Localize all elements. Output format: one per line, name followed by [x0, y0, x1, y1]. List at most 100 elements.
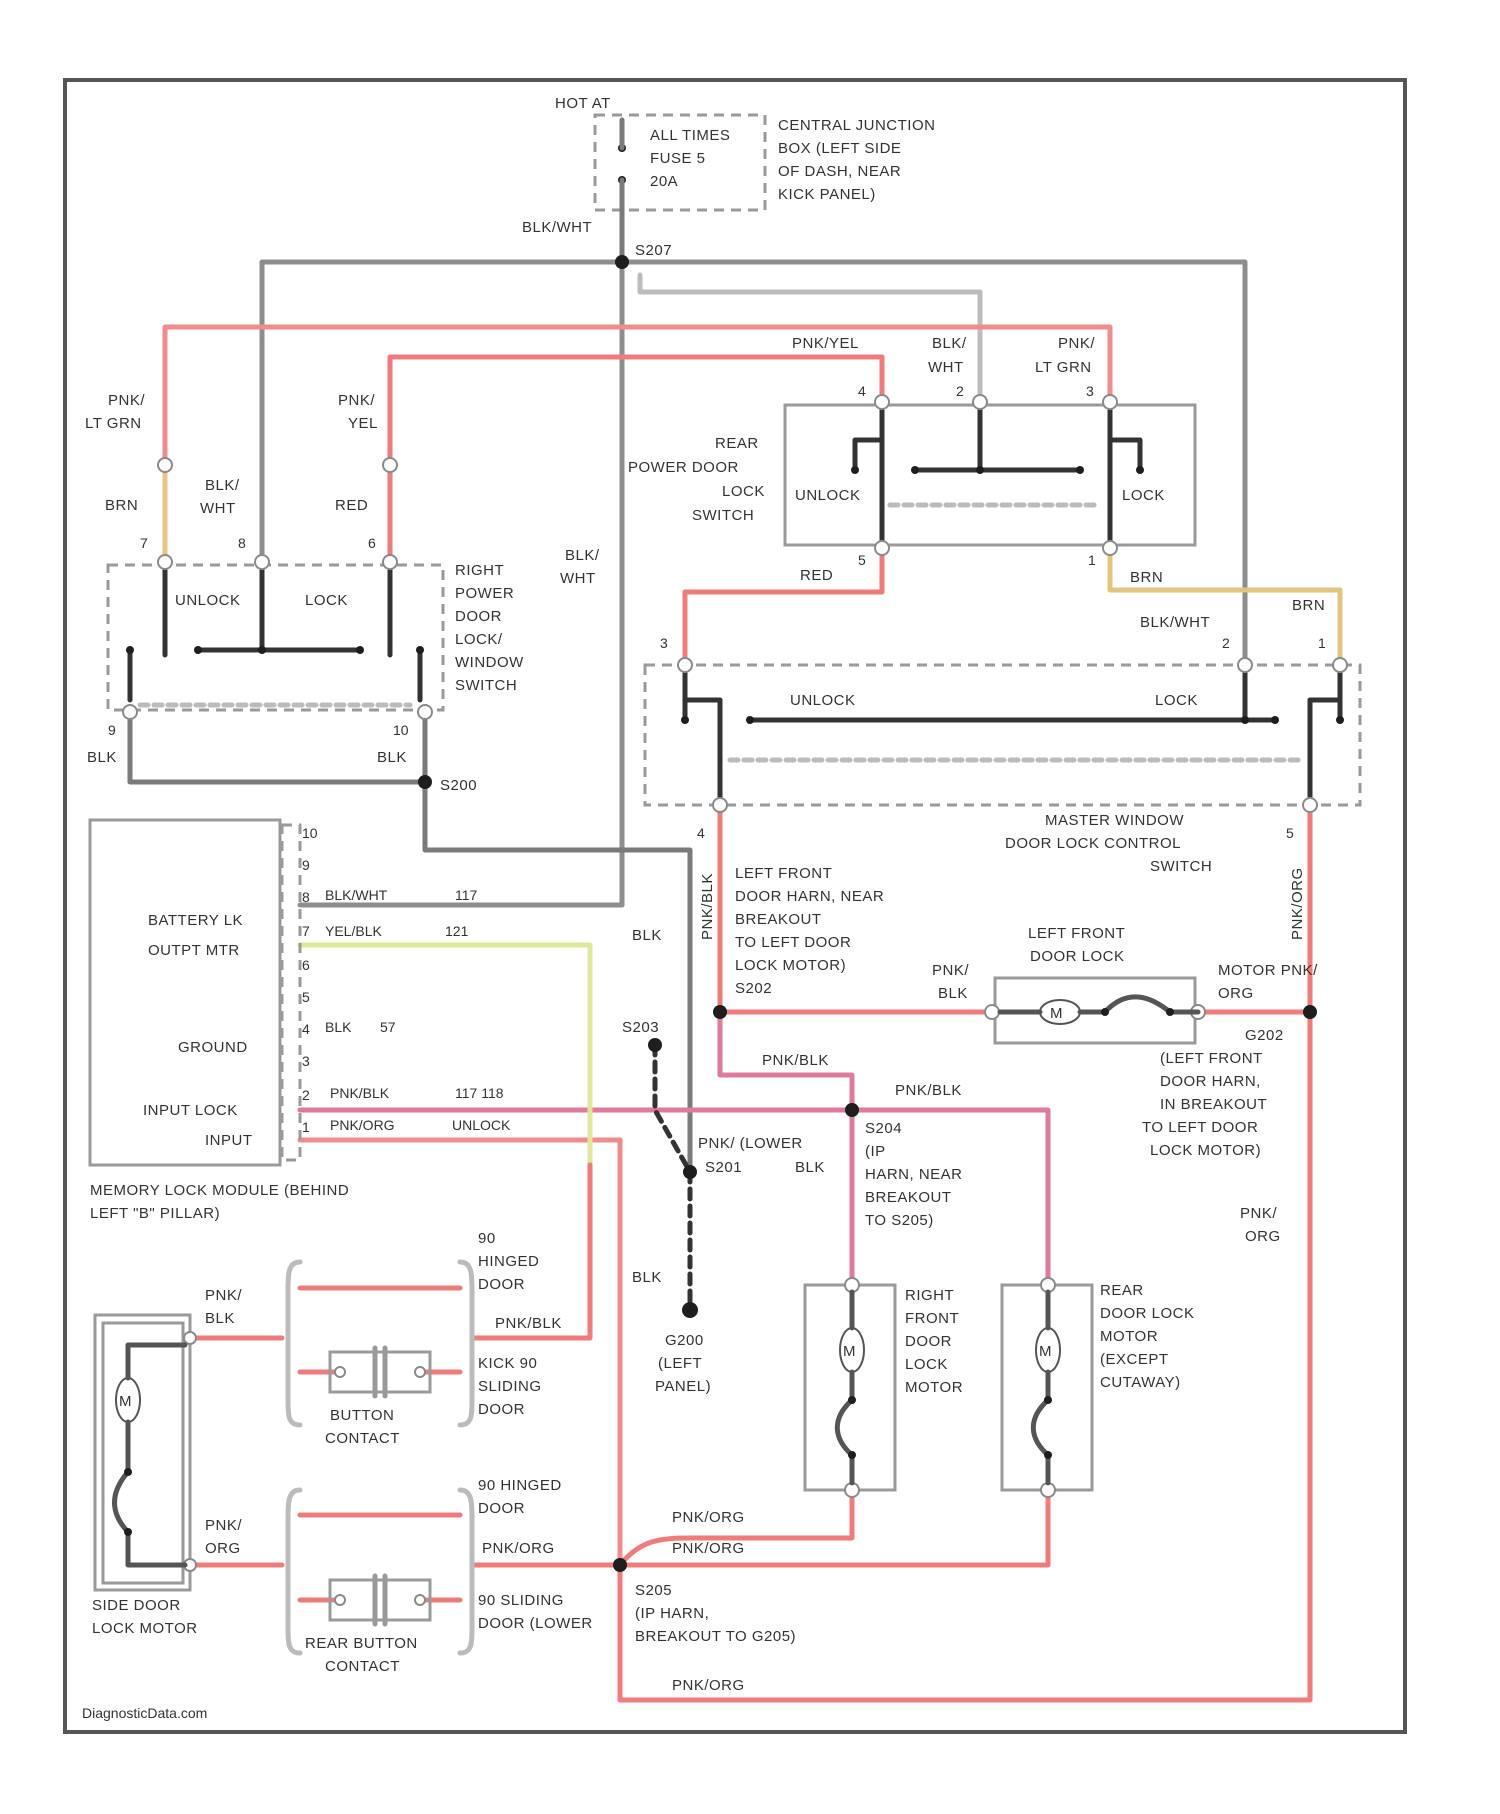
module-circuit-4-num: 117 118	[455, 1085, 504, 1101]
rear-switch-label-1: REAR	[715, 435, 759, 452]
rear-motor-line-3: MOTOR	[1100, 1328, 1158, 1345]
right-front-door-lock-motor: M RIGHT FRONT DOOR LOCK MOTOR	[805, 1278, 963, 1497]
master-switch-label-1: MASTER WINDOW	[1045, 812, 1184, 829]
module-circuit-5-wire: PNK/ORG	[330, 1117, 395, 1133]
label-s200: S200	[440, 777, 477, 794]
g202-top: G202	[1245, 1027, 1284, 1044]
master-pin-1	[1333, 658, 1347, 672]
hinged-door-1: 90	[478, 1230, 496, 1247]
rear-switch-label-2: POWER DOOR	[628, 459, 739, 476]
splice-lf-harn	[713, 1005, 727, 1019]
right-switch-label-2: POWER	[455, 585, 514, 602]
button-contact-lower: REAR BUTTON CONTACT 90 HINGED DOOR PNK/O…	[288, 1477, 593, 1675]
module-pin-9: 9	[302, 857, 310, 873]
side-motor-line-2: LOCK MOTOR	[92, 1620, 198, 1637]
module-circuit-1-num: 117	[455, 887, 478, 903]
g202-line-3: IN BREAKOUT	[1160, 1096, 1267, 1113]
wire-label-pnk-org-right-a: PNK/	[1240, 1205, 1277, 1222]
module-pin-8: 8	[302, 889, 310, 905]
right-pin-8-label: 8	[238, 535, 246, 551]
rf-motor-line-1: RIGHT	[905, 1287, 954, 1304]
master-switch-unlock: UNLOCK	[790, 692, 856, 709]
rear-pin-1	[1103, 541, 1117, 555]
rear-switch-contacts	[855, 405, 1140, 545]
rear-contact-3	[1076, 466, 1084, 474]
rear-button-contact-plunger	[375, 1576, 385, 1624]
module-circuit-2-wire: YEL/BLK	[325, 923, 382, 939]
right-contact-4	[126, 646, 134, 654]
rear-pin-1-label: 1	[1088, 552, 1096, 568]
master-pin-2	[1238, 658, 1252, 672]
rear-motor-label: M	[1039, 1343, 1052, 1360]
lf-lock-contact-1	[1101, 1008, 1109, 1016]
junction-line-3: OF DASH, NEAR	[778, 163, 901, 180]
kick-sliding-3: DOOR	[478, 1401, 525, 1418]
side-motor-line-1: SIDE DOOR	[92, 1597, 181, 1614]
wire-label-blk-g200: BLK	[632, 1269, 662, 1286]
g200-line-1: G200	[665, 1332, 704, 1349]
rear-pin-2	[973, 395, 987, 409]
connector-left-a	[158, 458, 172, 472]
rear-pin-3-label: 3	[1086, 383, 1094, 399]
module-circuit-3-wire: BLK	[325, 1019, 352, 1035]
s204-line-5: TO S205)	[865, 1212, 934, 1229]
g202-line-1: (LEFT FRONT	[1160, 1050, 1263, 1067]
module-input-label: INPUT	[205, 1132, 253, 1149]
button-contact-label-2: CONTACT	[325, 1430, 400, 1447]
module-pin-7: 7	[302, 923, 310, 939]
right-switch-lock: LOCK	[305, 592, 348, 609]
rear-motor-line-1: REAR	[1100, 1282, 1144, 1299]
wire-label-pnk-org-bottom: PNK/ORG	[672, 1677, 745, 1694]
splice-s207	[615, 255, 629, 269]
master-switch-box	[645, 665, 1360, 805]
right-contact-1	[194, 646, 202, 654]
fuse-block: HOT AT ALL TIMES FUSE 5 20A CENTRAL JUNC…	[522, 95, 935, 262]
wire-label-blk-wht-left-a: BLK/	[205, 477, 240, 494]
hinged-door-2-line-2: DOOR	[478, 1500, 525, 1517]
lf-lock-motor-label: M	[1050, 1005, 1063, 1022]
splice-s204	[845, 1103, 859, 1117]
right-pin-9	[123, 705, 137, 719]
rear-contact-2	[911, 466, 919, 474]
master-contact-1	[746, 716, 754, 724]
splice-s201	[683, 1165, 697, 1179]
master-contact-4	[1336, 716, 1344, 724]
wire-label-blk-wht-mid-a: BLK/	[565, 547, 600, 564]
wire-label-blk-wht-mid-b: WHT	[560, 570, 596, 587]
splice-g202	[1303, 1005, 1317, 1019]
s205-line-3: BREAKOUT TO G205)	[635, 1628, 796, 1645]
master-pin-3	[678, 658, 692, 672]
right-switch-unlock: UNLOCK	[175, 592, 241, 609]
module-circuit-3-num: 57	[380, 1019, 396, 1035]
splice-s203	[648, 1038, 662, 1052]
rear-motor-contact-2	[1044, 1451, 1052, 1459]
side-motor-contact-1	[124, 1468, 132, 1476]
wire-label-brn-left: BRN	[105, 497, 138, 514]
g202-label: G202 (LEFT FRONT DOOR HARN, IN BREAKOUT …	[1142, 1027, 1284, 1159]
right-switch-label-6: SWITCH	[455, 677, 517, 694]
g202-line-4: TO LEFT DOOR	[1142, 1119, 1258, 1136]
button-contact-label-1: BUTTON	[330, 1407, 394, 1424]
rf-motor-line-2: FRONT	[905, 1310, 959, 1327]
rear-switch-label-3: LOCK	[722, 483, 765, 500]
right-contact-5	[416, 646, 424, 654]
hinged-door-2-line-1: 90 HINGED	[478, 1477, 562, 1494]
wire-label-kick-pnk-blk: PNK/BLK	[495, 1315, 562, 1332]
g202-line-2: DOOR HARN,	[1160, 1073, 1261, 1090]
master-pin-5	[1303, 798, 1317, 812]
button-contact-term-2	[415, 1367, 425, 1377]
master-contact-2	[1271, 716, 1279, 724]
left-front-door-lock: LEFT FRONT DOOR LOCK M	[985, 925, 1205, 1043]
wire-label-pnk-org-vert: PNK/ORG	[1289, 867, 1306, 940]
master-contact-5	[1241, 716, 1249, 724]
side-motor-term-top	[184, 1332, 196, 1344]
right-pin-6	[383, 555, 397, 569]
wire-label-blk-wht-top: BLK/WHT	[522, 219, 592, 236]
kick-sliding-1: KICK 90	[478, 1355, 537, 1372]
rear-switch-label-4: SWITCH	[692, 507, 754, 524]
splice-dots	[418, 255, 1317, 1572]
module-output-label: OUTPT MTR	[148, 942, 240, 959]
wire-label-pnk-org-right-b: ORG	[1245, 1228, 1281, 1245]
lf-harn-line-6: S202	[735, 980, 772, 997]
